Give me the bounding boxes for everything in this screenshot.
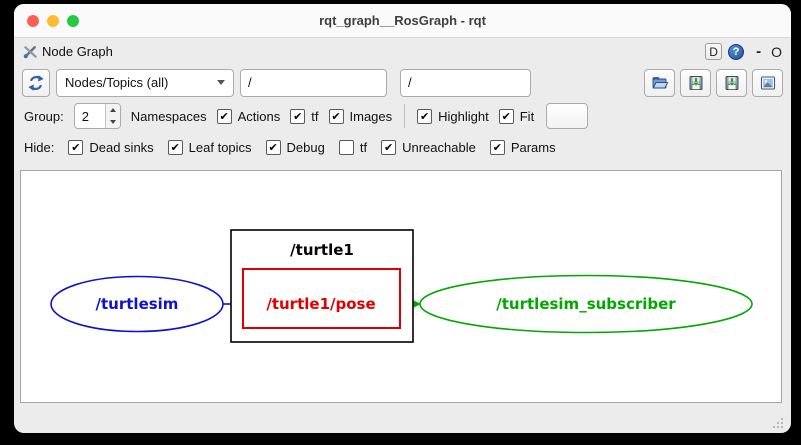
checkbox-images[interactable]: Images — [328, 108, 393, 124]
save-image-icon — [760, 75, 775, 90]
save-dot-button[interactable] — [680, 68, 711, 97]
close-button[interactable] — [27, 14, 39, 27]
folder-open-icon — [652, 76, 668, 88]
checkbox-label: Params — [510, 140, 556, 155]
checkbox-fit[interactable]: Fit — [498, 108, 535, 124]
checkbox-box — [167, 140, 183, 155]
node-turtlesim-label: /turtlesim — [96, 295, 179, 313]
checkbox-label: Leaf topics — [188, 140, 252, 155]
panel-minimize-button[interactable]: - — [756, 43, 762, 60]
minimize-button[interactable] — [47, 14, 59, 27]
titlebar: rqt_graph__RosGraph - rqt — [14, 4, 791, 38]
checkbox-tf-group[interactable]: tf — [290, 108, 319, 124]
checkbox-highlight[interactable]: Highlight — [417, 108, 489, 124]
open-file-button[interactable] — [644, 68, 675, 97]
node-turtlesim[interactable] — [50, 275, 224, 333]
rqt-window: rqt_graph__RosGraph - rqt Node Graph D ?… — [14, 4, 791, 433]
checkbox-label: Debug — [286, 140, 325, 155]
checkbox-box — [381, 140, 397, 155]
graph-type-value: Nodes/Topics (all) — [65, 75, 169, 90]
save-dot-icon — [689, 75, 702, 90]
panel-title: Node Graph — [42, 44, 113, 59]
resize-grip[interactable] — [771, 416, 785, 430]
spin-buttons — [104, 104, 120, 128]
checkbox-label: tf — [359, 140, 368, 155]
refresh-icon — [28, 74, 44, 91]
panel-float-button[interactable]: O — [771, 43, 782, 60]
checkbox-label: Highlight — [438, 108, 489, 124]
node-turtlesim-subscriber-label: /turtlesim_subscriber — [496, 295, 676, 313]
chevron-down-icon — [217, 80, 225, 85]
help-icon[interactable]: ? — [728, 43, 745, 60]
namespaces-label: Namespaces — [130, 108, 207, 124]
detach-button[interactable]: D — [705, 43, 723, 60]
checkbox-box — [290, 108, 306, 124]
save-as-button[interactable] — [716, 68, 747, 97]
fit-blank-button[interactable] — [546, 103, 589, 129]
checkbox-label: Dead sinks — [89, 140, 154, 155]
checkbox-box — [338, 140, 354, 155]
topic-filter-input[interactable] — [400, 68, 531, 97]
node-turtlesim-subscriber[interactable] — [419, 274, 753, 334]
checkbox-box — [265, 140, 281, 155]
graph-type-dropdown[interactable]: Nodes/Topics (all) — [56, 68, 234, 97]
checkbox-actions[interactable]: Actions — [216, 108, 281, 124]
node-graph-icon — [23, 46, 37, 59]
group-options-row: Group: 2 Namespaces Actions tf Images — [14, 100, 791, 132]
separator — [404, 104, 406, 128]
refresh-button[interactable] — [22, 68, 50, 97]
group-spinbox[interactable]: 2 — [73, 103, 121, 129]
zoom-button[interactable] — [67, 14, 79, 27]
checkbox-tf-hide[interactable]: tf — [338, 140, 368, 155]
checkbox-label: Actions — [237, 108, 281, 124]
checkbox-debug[interactable]: Debug — [265, 140, 325, 155]
node-turtle1-label: /turtle1 — [290, 241, 354, 259]
checkbox-label: Images — [349, 108, 393, 124]
checkbox-box — [489, 140, 505, 155]
save-as-icon — [725, 75, 738, 90]
checkbox-box — [68, 140, 84, 155]
node-turtle1-pose[interactable] — [242, 268, 401, 329]
checkbox-label: tf — [311, 108, 319, 124]
traffic-lights — [27, 14, 79, 27]
group-label: Group: — [24, 108, 64, 124]
checkbox-box — [498, 108, 514, 124]
group-spinbox-value[interactable]: 2 — [81, 108, 89, 124]
checkbox-leaf-topics[interactable]: Leaf topics — [167, 140, 252, 155]
ros-node-graph: /turtle1 /turtlesim /turtle1/pose /turtl… — [50, 229, 753, 343]
panel-header: Node Graph D ? - O — [14, 38, 791, 65]
window-title: rqt_graph__RosGraph - rqt — [319, 13, 486, 28]
spin-down-icon[interactable] — [106, 116, 120, 128]
hide-options-row: Hide: Dead sinks Leaf topics Debug tf Un… — [14, 132, 791, 163]
checkbox-box — [328, 108, 344, 124]
checkbox-label: Fit — [519, 108, 535, 124]
checkbox-dead-sinks[interactable]: Dead sinks — [68, 140, 154, 155]
save-image-button[interactable] — [752, 68, 783, 97]
hide-label: Hide: — [24, 140, 55, 155]
checkbox-params[interactable]: Params — [489, 140, 556, 155]
checkbox-label: Unreachable — [402, 140, 476, 155]
node-turtle1-pose-label: /turtle1/pose — [266, 295, 375, 313]
spin-up-icon[interactable] — [106, 104, 120, 116]
checkbox-box — [417, 108, 433, 124]
namespace-filter-input[interactable] — [240, 68, 387, 97]
checkbox-box — [216, 108, 232, 124]
toolbar: Nodes/Topics (all) — [14, 65, 791, 100]
file-tools — [644, 68, 783, 97]
graph-canvas[interactable]: /turtle1 /turtlesim /turtle1/pose /turtl… — [20, 170, 782, 403]
checkbox-unreachable[interactable]: Unreachable — [381, 140, 476, 155]
